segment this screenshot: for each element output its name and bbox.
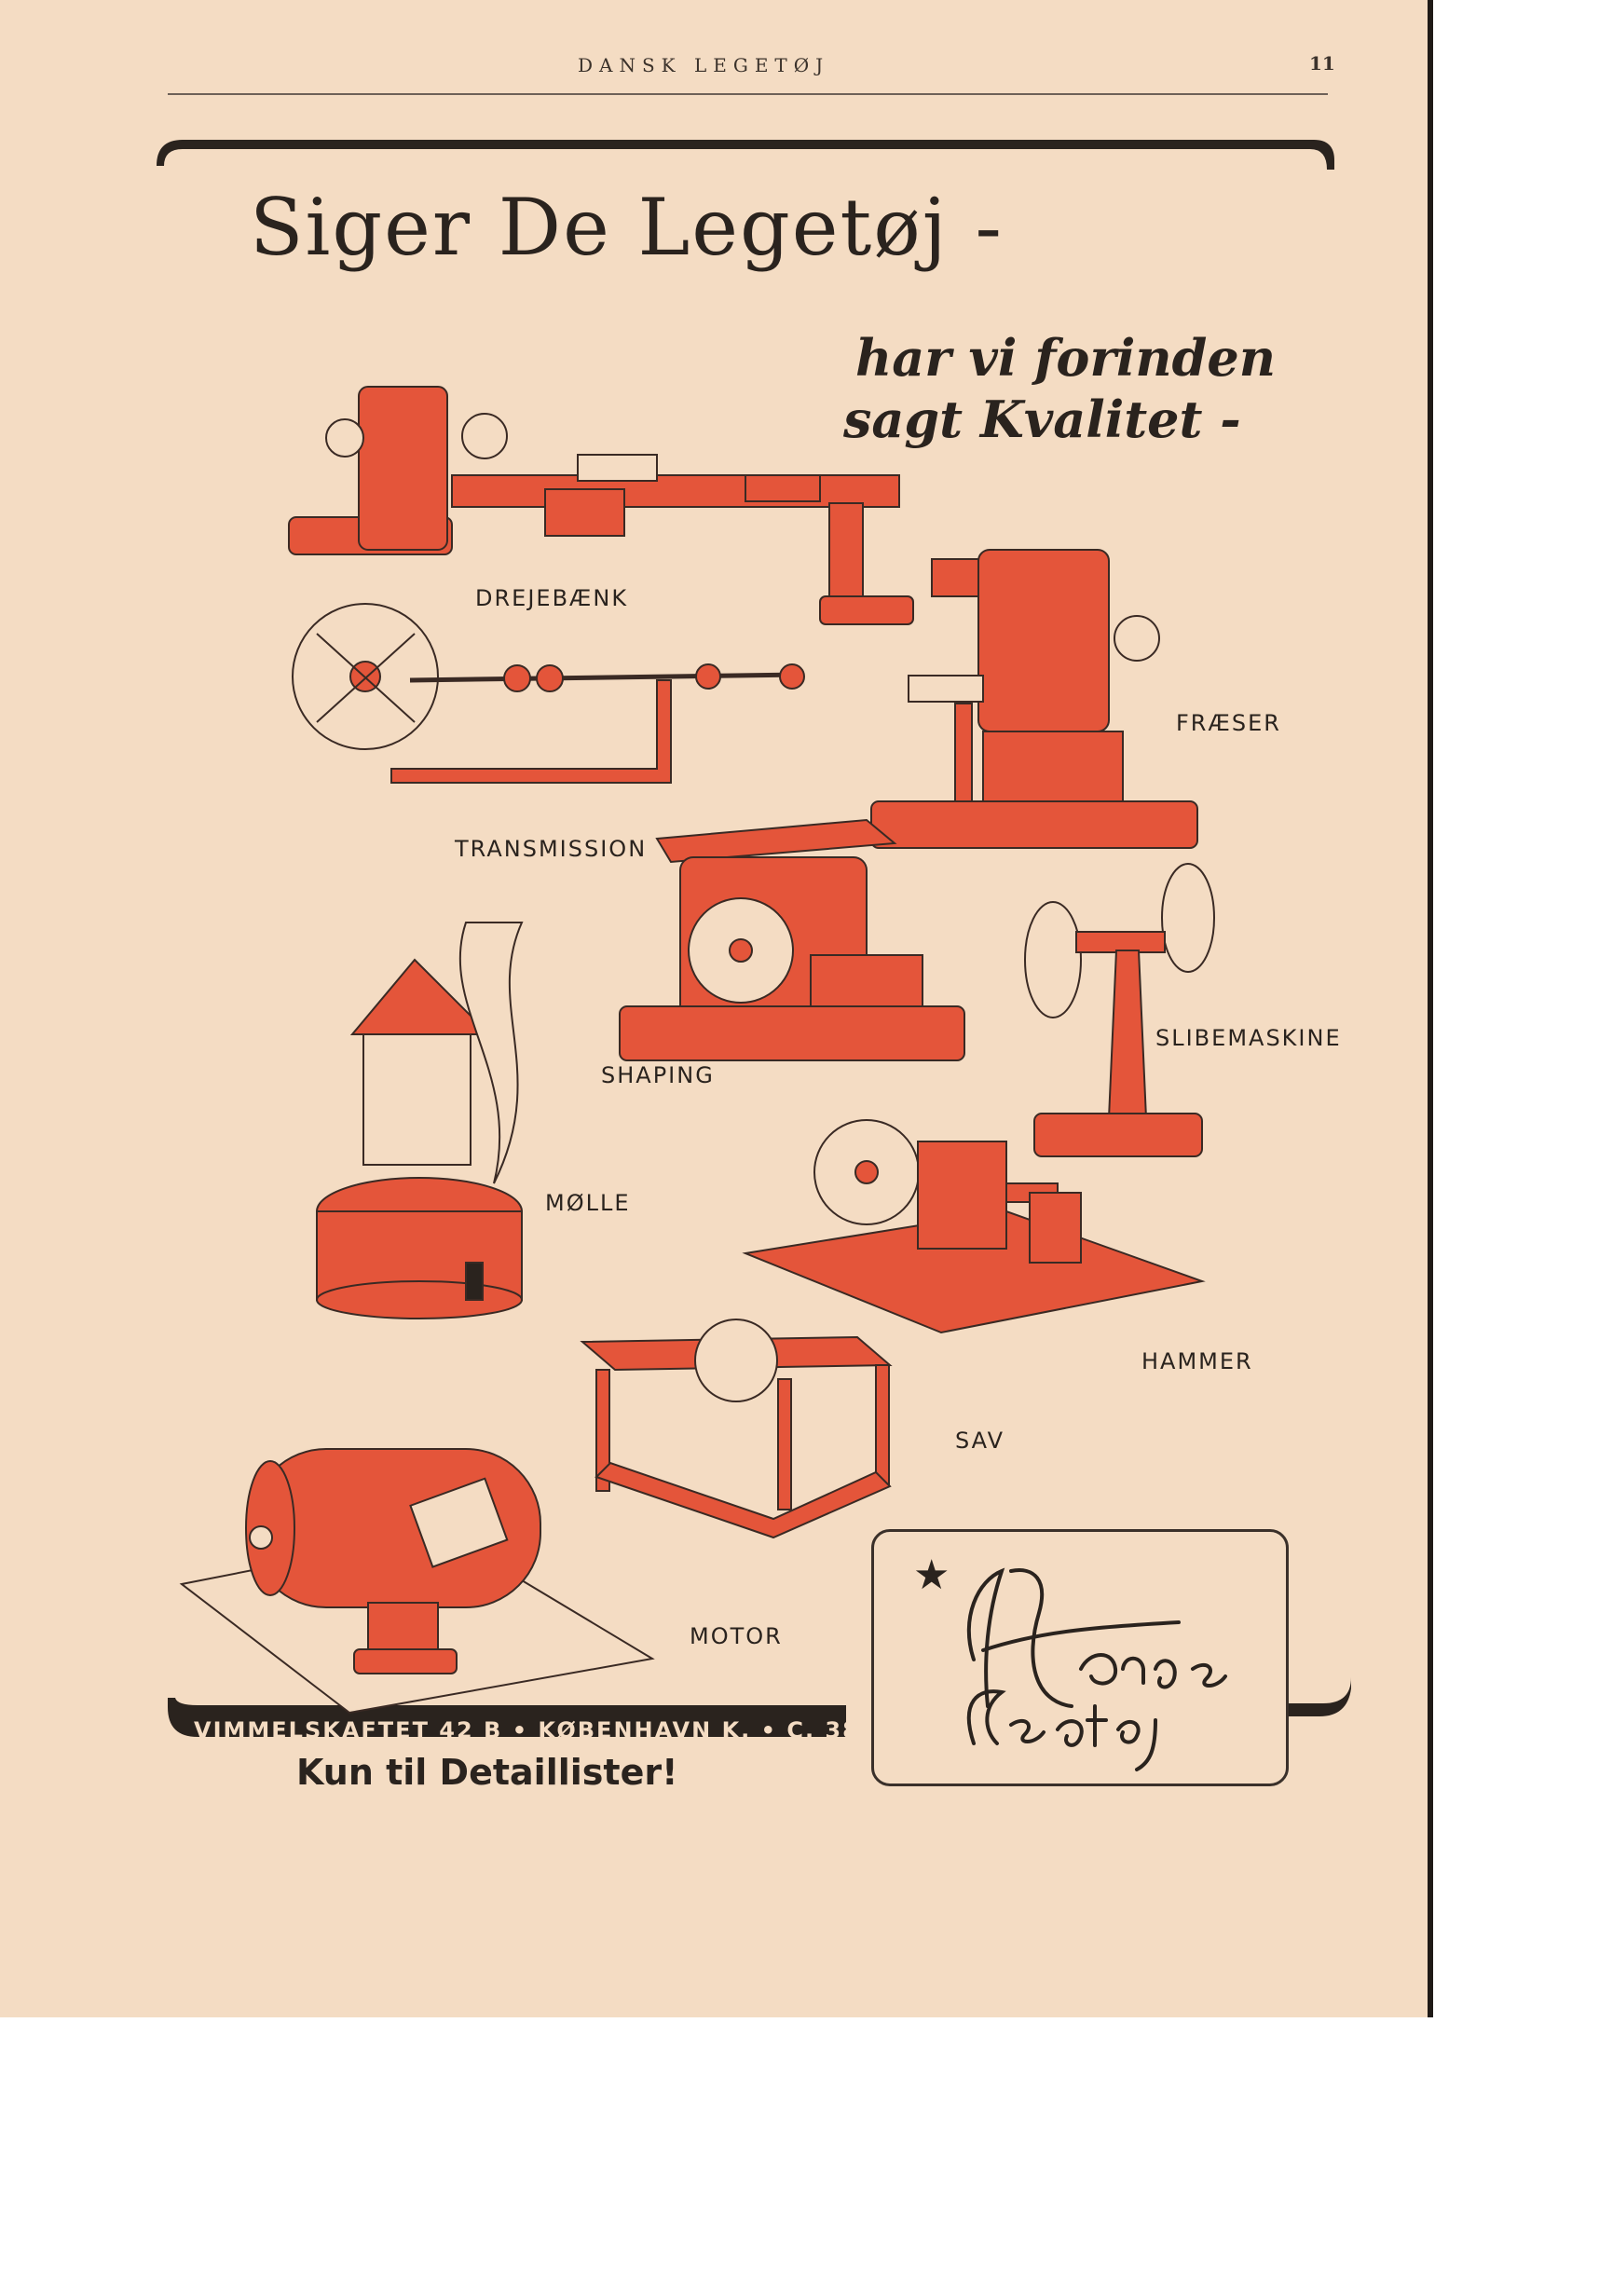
saw-illustration (580, 1319, 893, 1539)
hammer-illustration (742, 1119, 1206, 1334)
label-saw: SAV (955, 1428, 1004, 1454)
label-motor: MOTOR (690, 1623, 783, 1649)
brand-logo-box (871, 1529, 1289, 1786)
frame-lines (157, 140, 1351, 1737)
tagline-line-2: sagt Kvalitet - (843, 390, 1241, 449)
top-frame-bar (157, 140, 1334, 170)
label-lathe: DREJEBÆNK (475, 585, 629, 611)
lathe-illustration (288, 386, 914, 625)
tagline-line-1: har vi forinden (855, 328, 1277, 388)
label-milling: FRÆSER (1176, 710, 1281, 736)
shaping-illustration (619, 818, 965, 1061)
transmission-illustration (292, 603, 805, 784)
motor-illustration (179, 1448, 655, 1715)
star-icon: ★ (913, 1551, 950, 1599)
retailer-notice: Kun til Detaillister! (296, 1752, 678, 1793)
label-grinder: SLIBEMASKINE (1155, 1025, 1342, 1051)
brand-logo-script (966, 1567, 1227, 1771)
product-illustrations (179, 386, 1215, 1715)
label-transmission: TRANSMISSION (455, 836, 648, 862)
grinder-illustration (1024, 863, 1215, 1157)
windmill-illustration (316, 922, 524, 1319)
header-rule (168, 93, 1328, 95)
label-mill: MØLLE (545, 1190, 631, 1216)
bottom-frame-curl (1286, 1677, 1351, 1716)
label-hammer: HAMMER (1141, 1348, 1253, 1374)
milling-illustration (870, 549, 1198, 849)
store-address: VIMMELSKAFTET 42 B • KØBENHAVN K. • C. 3… (194, 1717, 895, 1743)
headline: Siger De Legetøj - (250, 182, 1004, 273)
running-title: DANSK LEGETØJ (578, 54, 830, 76)
bottom-frame-bar (168, 1698, 846, 1737)
page-number: 11 (1309, 52, 1335, 75)
label-shaping: SHAPING (601, 1062, 715, 1088)
